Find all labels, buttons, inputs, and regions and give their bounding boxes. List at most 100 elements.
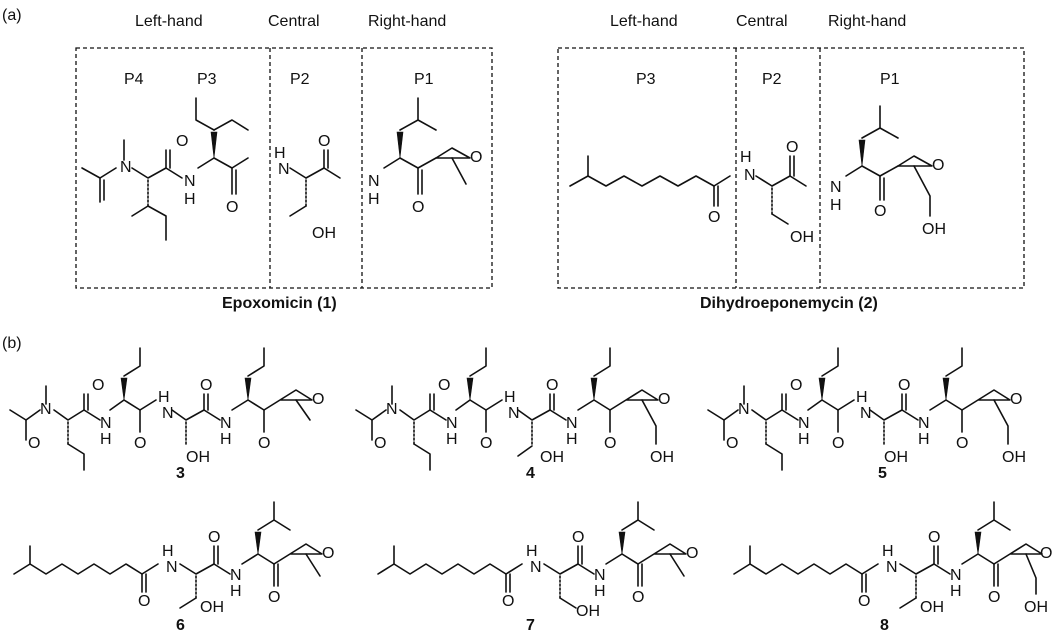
c5-n2: N bbox=[860, 405, 872, 422]
compound-4-label: 4 bbox=[526, 465, 535, 482]
c6-o2: O bbox=[208, 529, 220, 546]
c5-o4: O bbox=[956, 435, 968, 452]
c6-o3: O bbox=[268, 589, 280, 606]
c6-n2: N bbox=[230, 567, 242, 584]
c5-o1: O bbox=[790, 377, 802, 394]
epoxomicin-name: Epoxomicin (1) bbox=[222, 295, 337, 312]
c4-oh2: OH bbox=[650, 449, 674, 466]
c4-n1: N bbox=[446, 415, 458, 432]
epox-p2-h-atom: H bbox=[274, 145, 286, 162]
dihydro-p2-h-atom: H bbox=[740, 149, 752, 166]
c4-o2: O bbox=[480, 435, 492, 452]
dihydro-box bbox=[557, 47, 1025, 289]
c5-acetyl-o: O bbox=[726, 435, 738, 452]
c7-oh: OH bbox=[576, 603, 600, 620]
c4-h2: H bbox=[504, 389, 516, 406]
dihydro-subsite-p2: P2 bbox=[762, 71, 782, 88]
c6-o1: O bbox=[138, 593, 150, 610]
epox-p3-n-atom: N bbox=[184, 173, 196, 190]
epox-p2-oh: OH bbox=[312, 225, 336, 242]
c7-epoxide-o: O bbox=[686, 545, 698, 562]
dihydro-region-left: Left-hand bbox=[610, 13, 678, 30]
epox-subsite-p4: P4 bbox=[124, 71, 144, 88]
c5-oh: OH bbox=[884, 449, 908, 466]
epox-subsite-p2: P2 bbox=[290, 71, 310, 88]
c3-o2: O bbox=[134, 435, 146, 452]
c4-oh: OH bbox=[540, 449, 564, 466]
dihydro-structure bbox=[569, 105, 933, 225]
compound-8-label: 8 bbox=[880, 617, 889, 634]
dihydro-p2-carbonyl-o: O bbox=[786, 139, 798, 156]
epox-epoxide-o: O bbox=[470, 149, 482, 166]
c6-n1: N bbox=[166, 559, 178, 576]
c7-o3: O bbox=[632, 589, 644, 606]
c6-h1: H bbox=[162, 543, 174, 560]
c5-h1: H bbox=[798, 431, 810, 448]
c7-n1: N bbox=[530, 559, 542, 576]
c8-epoxide-o: O bbox=[1040, 545, 1052, 562]
c5-n-methyl: N bbox=[738, 401, 750, 418]
dihydro-p2-oh: OH bbox=[790, 229, 814, 246]
c8-oh2: OH bbox=[1024, 599, 1048, 616]
c5-oh2: OH bbox=[1002, 449, 1026, 466]
epox-region-right: Right-hand bbox=[368, 13, 446, 30]
c3-n2: N bbox=[162, 405, 174, 422]
c4-h1: H bbox=[446, 431, 458, 448]
epoxomicin-structure bbox=[81, 97, 471, 241]
c4-n2: N bbox=[508, 405, 520, 422]
c8-h2: H bbox=[950, 583, 962, 600]
compound-7-label: 7 bbox=[526, 617, 535, 634]
c3-n3: N bbox=[220, 415, 232, 432]
c8-h1: H bbox=[882, 543, 894, 560]
dihydro-subsite-p3: P3 bbox=[636, 71, 656, 88]
c6-epoxide-o: O bbox=[322, 545, 334, 562]
epox-region-left: Left-hand bbox=[135, 13, 203, 30]
dihydro-subsite-p1: P1 bbox=[880, 71, 900, 88]
panel-b-label: (b) bbox=[2, 335, 22, 352]
c8-oh: OH bbox=[920, 599, 944, 616]
epoxomicin-box bbox=[75, 47, 493, 289]
compound-6-label: 6 bbox=[176, 617, 185, 634]
dihydro-epoxide-o: O bbox=[932, 157, 944, 174]
c7-o2: O bbox=[572, 529, 584, 546]
epox-p3-h-atom: H bbox=[184, 191, 196, 208]
epox-p2-n-atom: N bbox=[278, 161, 290, 178]
c7-h1: H bbox=[526, 543, 538, 560]
dihydro-p1-h-atom: H bbox=[830, 197, 842, 214]
c4-o4: O bbox=[604, 435, 616, 452]
compound-3-structure bbox=[9, 347, 313, 471]
compound-8-structure bbox=[733, 501, 1043, 609]
compound-7-structure bbox=[377, 501, 687, 609]
c6-h2: H bbox=[230, 583, 242, 600]
epox-p1-h-atom: H bbox=[368, 191, 380, 208]
c8-o2: O bbox=[928, 529, 940, 546]
dihydro-p1-carbonyl-o: O bbox=[874, 203, 886, 220]
c5-n1: N bbox=[798, 415, 810, 432]
c8-n2: N bbox=[950, 567, 962, 584]
dihydro-region-central: Central bbox=[736, 13, 788, 30]
c5-n3: N bbox=[918, 415, 930, 432]
dihydro-region-right: Right-hand bbox=[828, 13, 906, 30]
epox-p1-n-atom: N bbox=[368, 173, 380, 190]
c3-epoxide-o: O bbox=[312, 391, 324, 408]
compound-6-structure bbox=[13, 501, 323, 609]
c3-o1: O bbox=[92, 377, 104, 394]
c4-n3: N bbox=[566, 415, 578, 432]
c4-o1: O bbox=[438, 377, 450, 394]
c3-n-methyl: N bbox=[40, 401, 52, 418]
c5-o2: O bbox=[832, 435, 844, 452]
c3-o3: O bbox=[200, 377, 212, 394]
c8-o3: O bbox=[988, 589, 1000, 606]
panel-a-label: (a) bbox=[2, 7, 22, 24]
c3-h2: H bbox=[158, 389, 170, 406]
compound-3-label: 3 bbox=[176, 465, 185, 482]
compound-5-structure bbox=[707, 347, 1011, 471]
c4-n-methyl: N bbox=[386, 401, 398, 418]
dihydro-p3-carbonyl-o: O bbox=[708, 209, 720, 226]
dihydro-p2-n-atom: N bbox=[744, 167, 756, 184]
c4-acetyl-o: O bbox=[374, 435, 386, 452]
c5-epoxide-o: O bbox=[1010, 391, 1022, 408]
c3-oh: OH bbox=[186, 449, 210, 466]
compound-4-structure bbox=[355, 347, 659, 471]
